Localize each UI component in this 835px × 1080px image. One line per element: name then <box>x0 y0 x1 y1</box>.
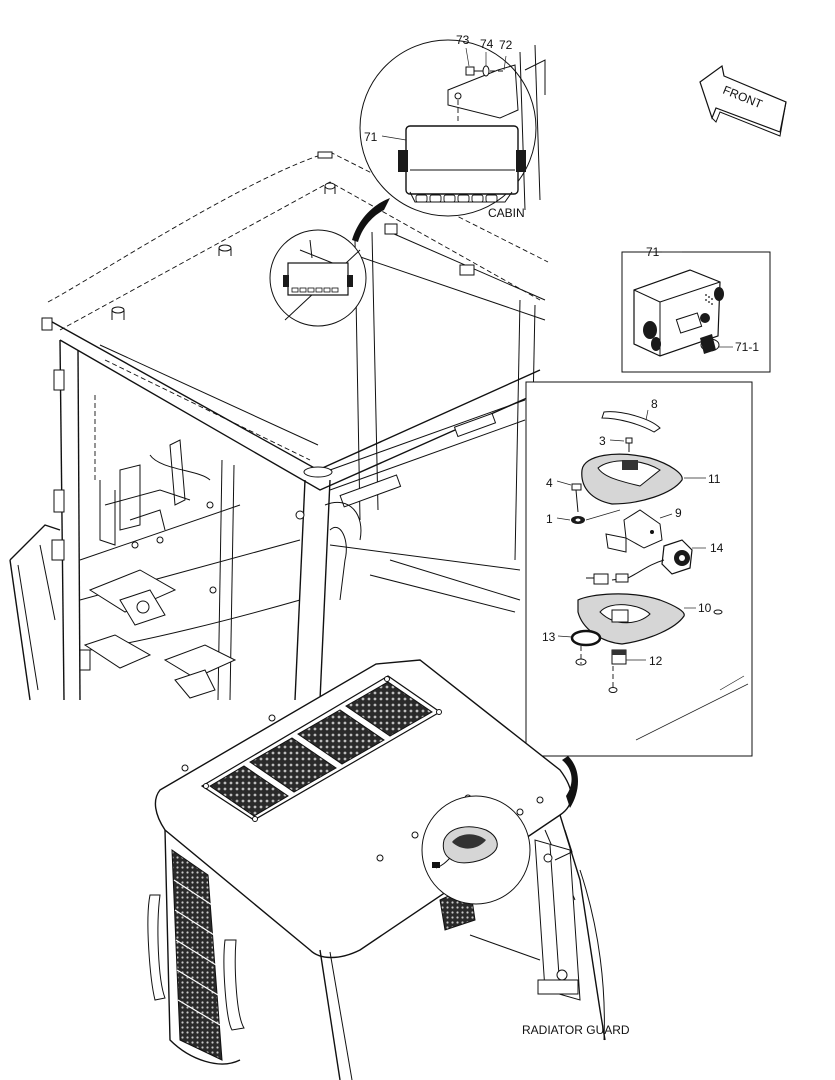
part-label-13: 13 <box>542 630 556 644</box>
part-label-9: 9 <box>675 506 682 520</box>
part-label-12: 12 <box>649 654 663 668</box>
part-label-73: 73 <box>456 33 470 47</box>
cabin-label: CABIN <box>488 206 525 220</box>
part-label-71-box: 71 <box>646 245 660 259</box>
monitor-box-71 <box>621 251 771 373</box>
part-label-3: 3 <box>599 434 606 448</box>
detail-arrow-top <box>352 198 390 242</box>
part-label-1: 1 <box>546 512 553 526</box>
radiator-guard-label: RADIATOR GUARD <box>522 1023 630 1037</box>
part-label-14: 14 <box>710 541 724 555</box>
part-label-71-detail: 71 <box>364 130 378 144</box>
part-label-10: 10 <box>698 601 712 615</box>
exploded-view-box <box>525 381 753 757</box>
hood-mesh-grille <box>209 681 433 817</box>
part-label-4: 4 <box>546 476 553 490</box>
detail-arrow-bottom <box>562 756 578 808</box>
cabin-frame <box>9 151 549 701</box>
part-label-8: 8 <box>651 397 658 411</box>
part-label-72: 72 <box>499 38 513 52</box>
front-arrow: FRONT <box>699 64 787 137</box>
hood-camera-inset <box>421 795 531 905</box>
part-label-74: 74 <box>480 37 494 51</box>
part-label-71-1: 71-1 <box>735 340 759 354</box>
monitor-detail-circle <box>359 39 546 217</box>
cabin-inset-circle <box>269 229 367 327</box>
part-label-11: 11 <box>708 472 721 486</box>
radiator-hood <box>147 659 606 1080</box>
